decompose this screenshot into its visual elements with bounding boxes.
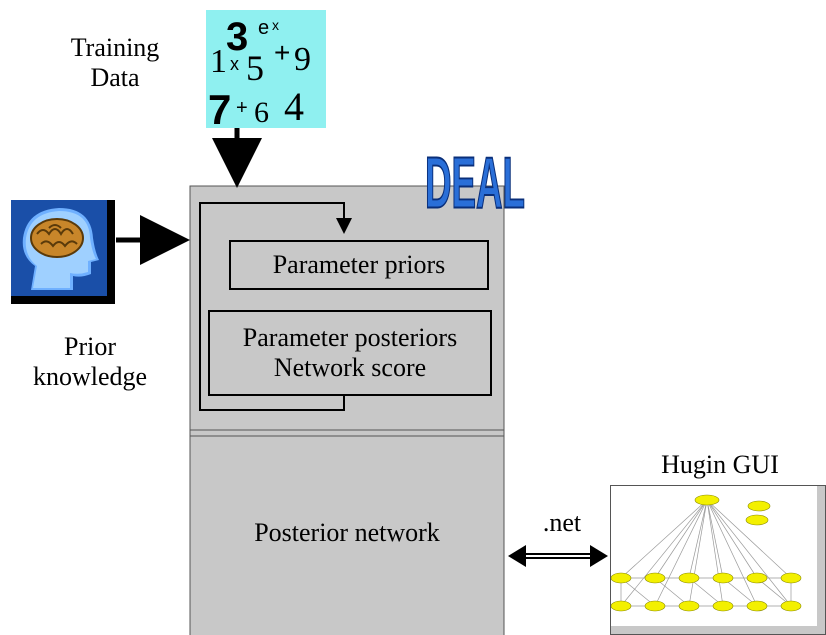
learning-loop <box>199 202 352 411</box>
brain-head-icon <box>11 200 115 304</box>
hugin-network-thumbnail <box>610 485 826 635</box>
training-glyph: 1 <box>210 43 227 80</box>
parameter-posteriors-box: Parameter posteriors Network score <box>208 310 492 396</box>
hugin-gui-label: Hugin GUI <box>661 450 779 479</box>
prior-knowledge-label: Prior knowledge <box>32 332 148 391</box>
training-glyph: e <box>258 17 269 39</box>
net-label: .net <box>542 508 582 537</box>
training-glyph: x <box>230 54 239 74</box>
training-glyph: 5 <box>246 48 264 88</box>
training-data-label: Training Data <box>70 33 160 92</box>
deal-logo-text: DEAL <box>425 145 525 220</box>
training-glyph: + <box>236 97 248 119</box>
net-double-arrow <box>508 545 608 567</box>
training-glyph: 7 <box>208 86 231 128</box>
training-data-image: 3 e x 1 x 5 + 9 7 + 6 4 <box>206 10 326 128</box>
training-glyph: 4 <box>284 84 304 128</box>
training-glyph: x <box>272 17 279 33</box>
posterior-network-label: Posterior network <box>254 518 440 547</box>
deal-logo: DEAL <box>420 145 530 220</box>
training-glyph: 3 <box>226 15 248 59</box>
training-glyph: 6 <box>254 96 269 128</box>
training-glyph: + <box>274 37 290 68</box>
parameter-priors-box: Parameter priors <box>229 240 489 290</box>
training-glyph: 9 <box>294 41 311 78</box>
